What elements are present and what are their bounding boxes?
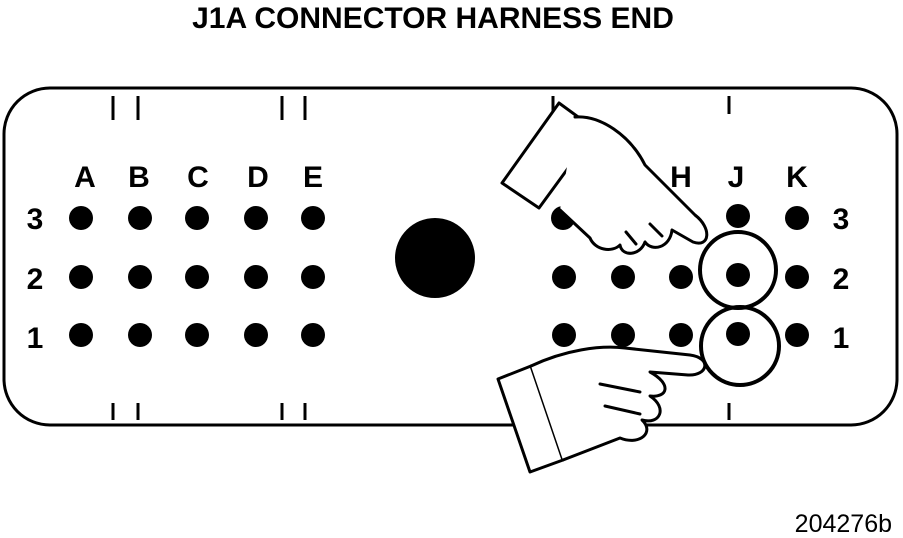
pin-a2 <box>69 265 93 289</box>
pin-j3 <box>726 204 750 228</box>
pointing-hand-icon <box>496 345 707 474</box>
diagram-title: J1A CONNECTOR HARNESS END <box>192 2 674 35</box>
row-label-2-left: 2 <box>27 263 44 296</box>
pin-h1 <box>669 323 693 347</box>
pin-d1 <box>244 323 268 347</box>
column-label-b: B <box>128 161 150 194</box>
pin-c1 <box>185 323 209 347</box>
pin-g1 <box>611 323 635 347</box>
keying-ticks <box>111 96 731 420</box>
guide-pin <box>395 218 475 298</box>
pin-d2 <box>244 265 268 289</box>
row-label-1-left: 1 <box>27 322 44 355</box>
pin-a3 <box>69 206 93 230</box>
column-label-a: A <box>74 161 96 194</box>
highlight-ring-j1 <box>699 305 781 387</box>
column-label-h: H <box>670 161 692 194</box>
pin-d3 <box>244 206 268 230</box>
row-label-2-right: 2 <box>833 263 850 296</box>
column-label-d: D <box>247 161 269 194</box>
connector-body <box>2 86 899 427</box>
figure-reference: 204276b <box>795 510 892 538</box>
pin-b1 <box>128 323 152 347</box>
pin-b3 <box>128 206 152 230</box>
pin-h2 <box>669 265 693 289</box>
pin-k2 <box>785 265 809 289</box>
pin-g2 <box>611 265 635 289</box>
pointing-hand-icon <box>500 101 709 255</box>
pin-c2 <box>185 265 209 289</box>
pin-c3 <box>185 206 209 230</box>
column-label-e: E <box>303 161 323 194</box>
pin-b2 <box>128 265 152 289</box>
pin-j2 <box>726 263 750 287</box>
pin-a1 <box>69 323 93 347</box>
pin-k1 <box>785 323 809 347</box>
row-label-3-left: 3 <box>27 203 44 236</box>
column-label-c: C <box>187 161 209 194</box>
pin-e1 <box>301 323 325 347</box>
pin-e3 <box>301 206 325 230</box>
column-label-j: J <box>728 161 745 194</box>
pin-j1 <box>726 322 750 346</box>
pin-e2 <box>301 265 325 289</box>
row-label-1-right: 1 <box>833 322 850 355</box>
column-label-k: K <box>786 161 808 194</box>
pin-k3 <box>785 206 809 230</box>
pin-f2 <box>552 265 576 289</box>
right-pin-grid <box>551 204 809 347</box>
left-pin-grid <box>69 206 325 347</box>
pin-f1 <box>552 323 576 347</box>
row-label-3-right: 3 <box>833 203 850 236</box>
